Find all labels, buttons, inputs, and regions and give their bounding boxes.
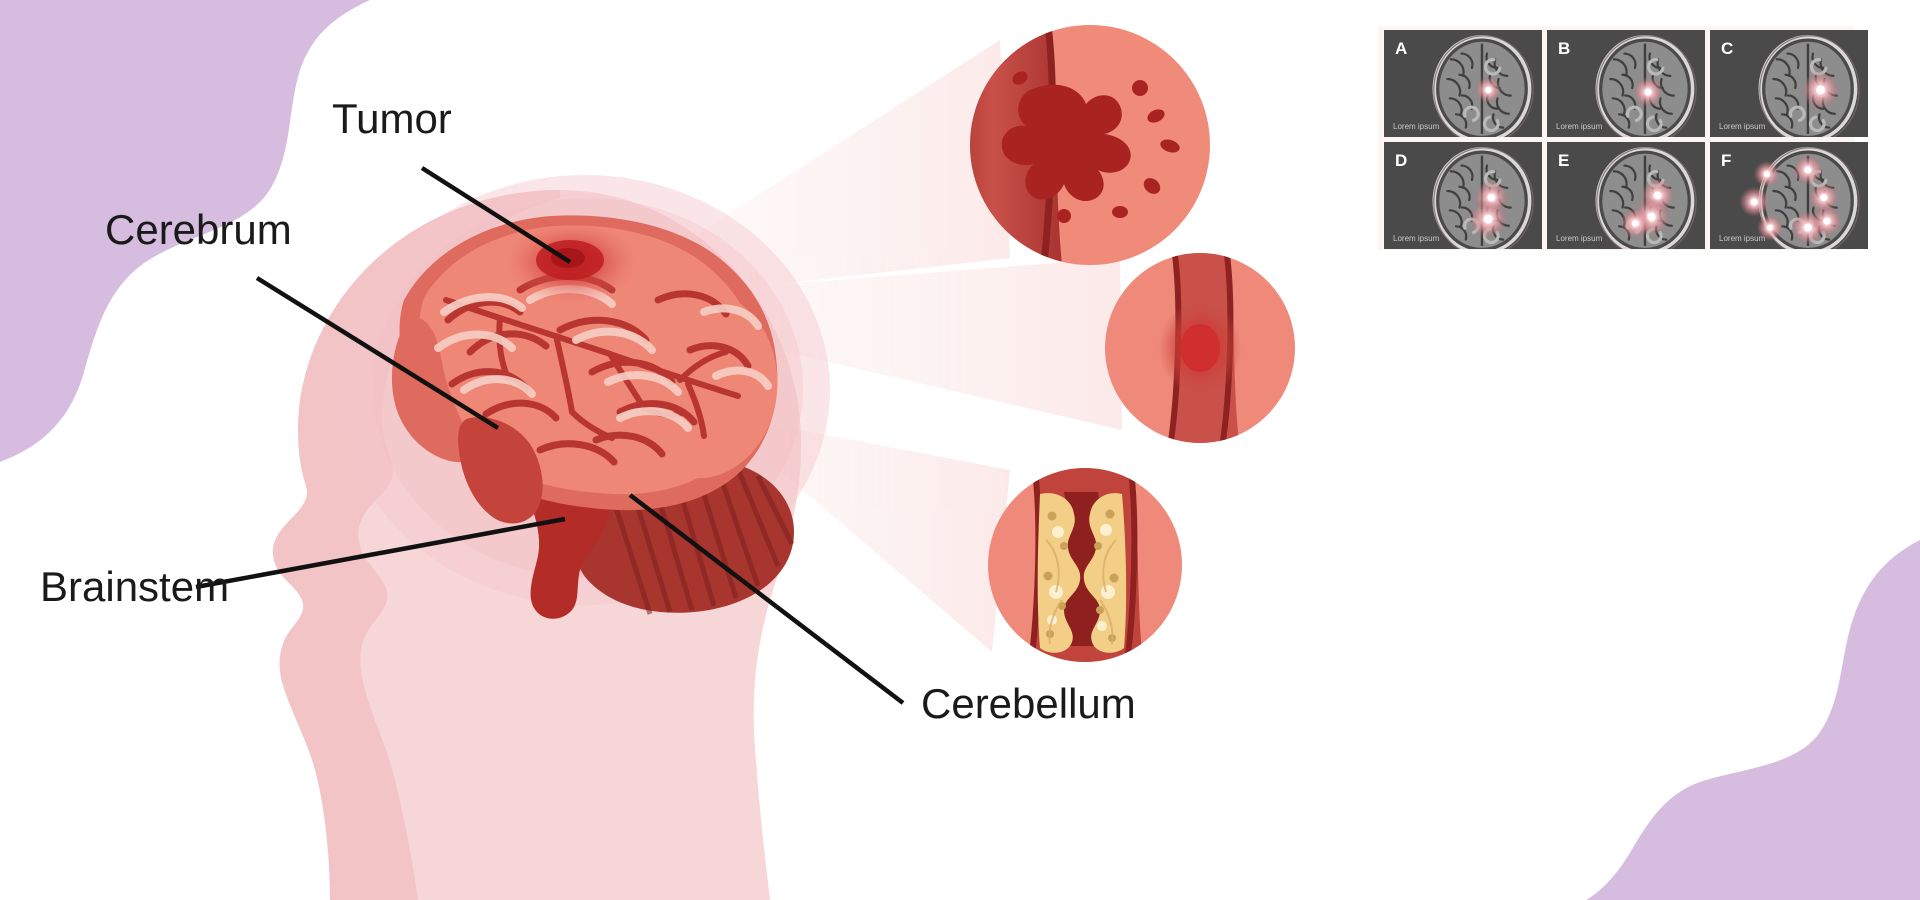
mri-panel-c[interactable]: C Lorem ipsum [1710,30,1868,144]
lesion-group [1801,70,1840,109]
cerebrum-occipital-lobe [673,286,778,479]
lesion-core [1653,191,1662,200]
plaque-fiber-lines [1045,539,1117,645]
cone-to-hemorrhage [672,40,1010,296]
label-tumor-text: Tumor [332,95,452,142]
skull-outer-rim [1433,147,1534,249]
mri-panel-e[interactable]: E Lorem ipsum [1547,142,1705,256]
lesion-group [1474,76,1502,104]
plaque-right [1083,493,1127,653]
lesion-core [1820,194,1828,202]
lesion-core [1804,166,1812,174]
leader-line-cerebrum [255,276,500,430]
label-cerebrum-text: Cerebrum [105,206,292,253]
cerebrum-temporal-lobe [458,417,543,524]
brain-illustration [391,215,795,619]
label-cerebrum[interactable]: Cerebrum [105,206,500,430]
skull-outer-rim [1596,35,1697,137]
mri-panel-caption: Lorem ipsum [1393,234,1440,243]
mri-panel-caption: Lorem ipsum [1719,234,1766,243]
lesion-group [1469,180,1509,239]
mri-scan-image [1739,147,1860,249]
lesion-group [1739,154,1843,245]
mri-panel-d[interactable]: D Lorem ipsum [1384,142,1542,256]
annotation-layer: Tumor Cerebrum Brainstem Cerebellum [40,95,1136,727]
leader-line-tumor [420,166,572,264]
mri-scan-image [1595,147,1697,249]
leader-line-cerebellum [628,493,905,705]
lesion-group [1632,76,1664,108]
mri-panel-caption: Lorem ipsum [1556,234,1603,243]
label-tumor[interactable]: Tumor [332,95,572,264]
mri-panel-letter: B [1558,39,1570,58]
mri-panel-letter: F [1721,151,1731,170]
skull-outer-rim [1759,35,1860,137]
bottom-right-purple-blob [1586,540,1920,900]
vessel-wall-right-3 [1123,468,1138,662]
ventricle-marks [1625,58,1665,133]
mri-panel-a[interactable]: A Lorem ipsum [1384,30,1542,144]
magnifier-cones [672,40,1122,652]
head-inner-shadow [272,190,560,900]
leader-line-brainstem [195,516,566,590]
label-cerebellum-text: Cerebellum [921,680,1136,727]
label-brainstem-text: Brainstem [40,563,229,610]
blood-splatter [1001,84,1131,202]
skull-outer-rim [1433,35,1534,137]
mri-scan-image [1432,35,1534,137]
lesion-core [1750,198,1758,206]
lesion-core [1644,88,1652,96]
cone-to-atherosclerosis [688,392,1010,652]
mri-scan-image [1595,35,1697,137]
top-left-purple-blob [0,0,370,462]
lesion-core [1483,214,1493,224]
atherosclerosis-inset [988,468,1182,662]
lesion-core [1823,217,1831,225]
mri-panel-caption: Lorem ipsum [1719,122,1766,131]
skull-outer-rim [1596,147,1697,249]
mri-scan-image [1758,35,1860,137]
lesion-group [1620,178,1675,239]
lesion-core [1485,86,1492,94]
lesion-core [1816,85,1826,95]
mri-panel-caption: Lorem ipsum [1556,122,1603,131]
mri-panel-b[interactable]: B Lorem ipsum [1547,30,1705,144]
mri-panel-letter: A [1395,39,1407,58]
ventricle-marks [1462,58,1502,133]
lesion-core [1487,193,1496,202]
mri-panel-letter: D [1395,151,1407,170]
lesion-core [1631,219,1640,227]
mri-panel-letter: E [1558,151,1569,170]
mri-panel-f[interactable]: F Lorem ipsum [1710,142,1868,256]
lesion-core [1803,223,1813,232]
lesion-core [1763,170,1771,178]
label-brainstem[interactable]: Brainstem [40,516,566,610]
cerebrum-frontal-lobe [391,317,471,463]
mri-scan-image [1432,147,1534,249]
cone-to-thrombus [690,258,1122,430]
label-cerebellum[interactable]: Cerebellum [628,493,1136,727]
mri-panel-letter: C [1721,39,1733,58]
thrombus-inset [1105,253,1295,443]
mri-panel-caption: Lorem ipsum [1393,122,1440,131]
lesion-core [1766,224,1774,231]
